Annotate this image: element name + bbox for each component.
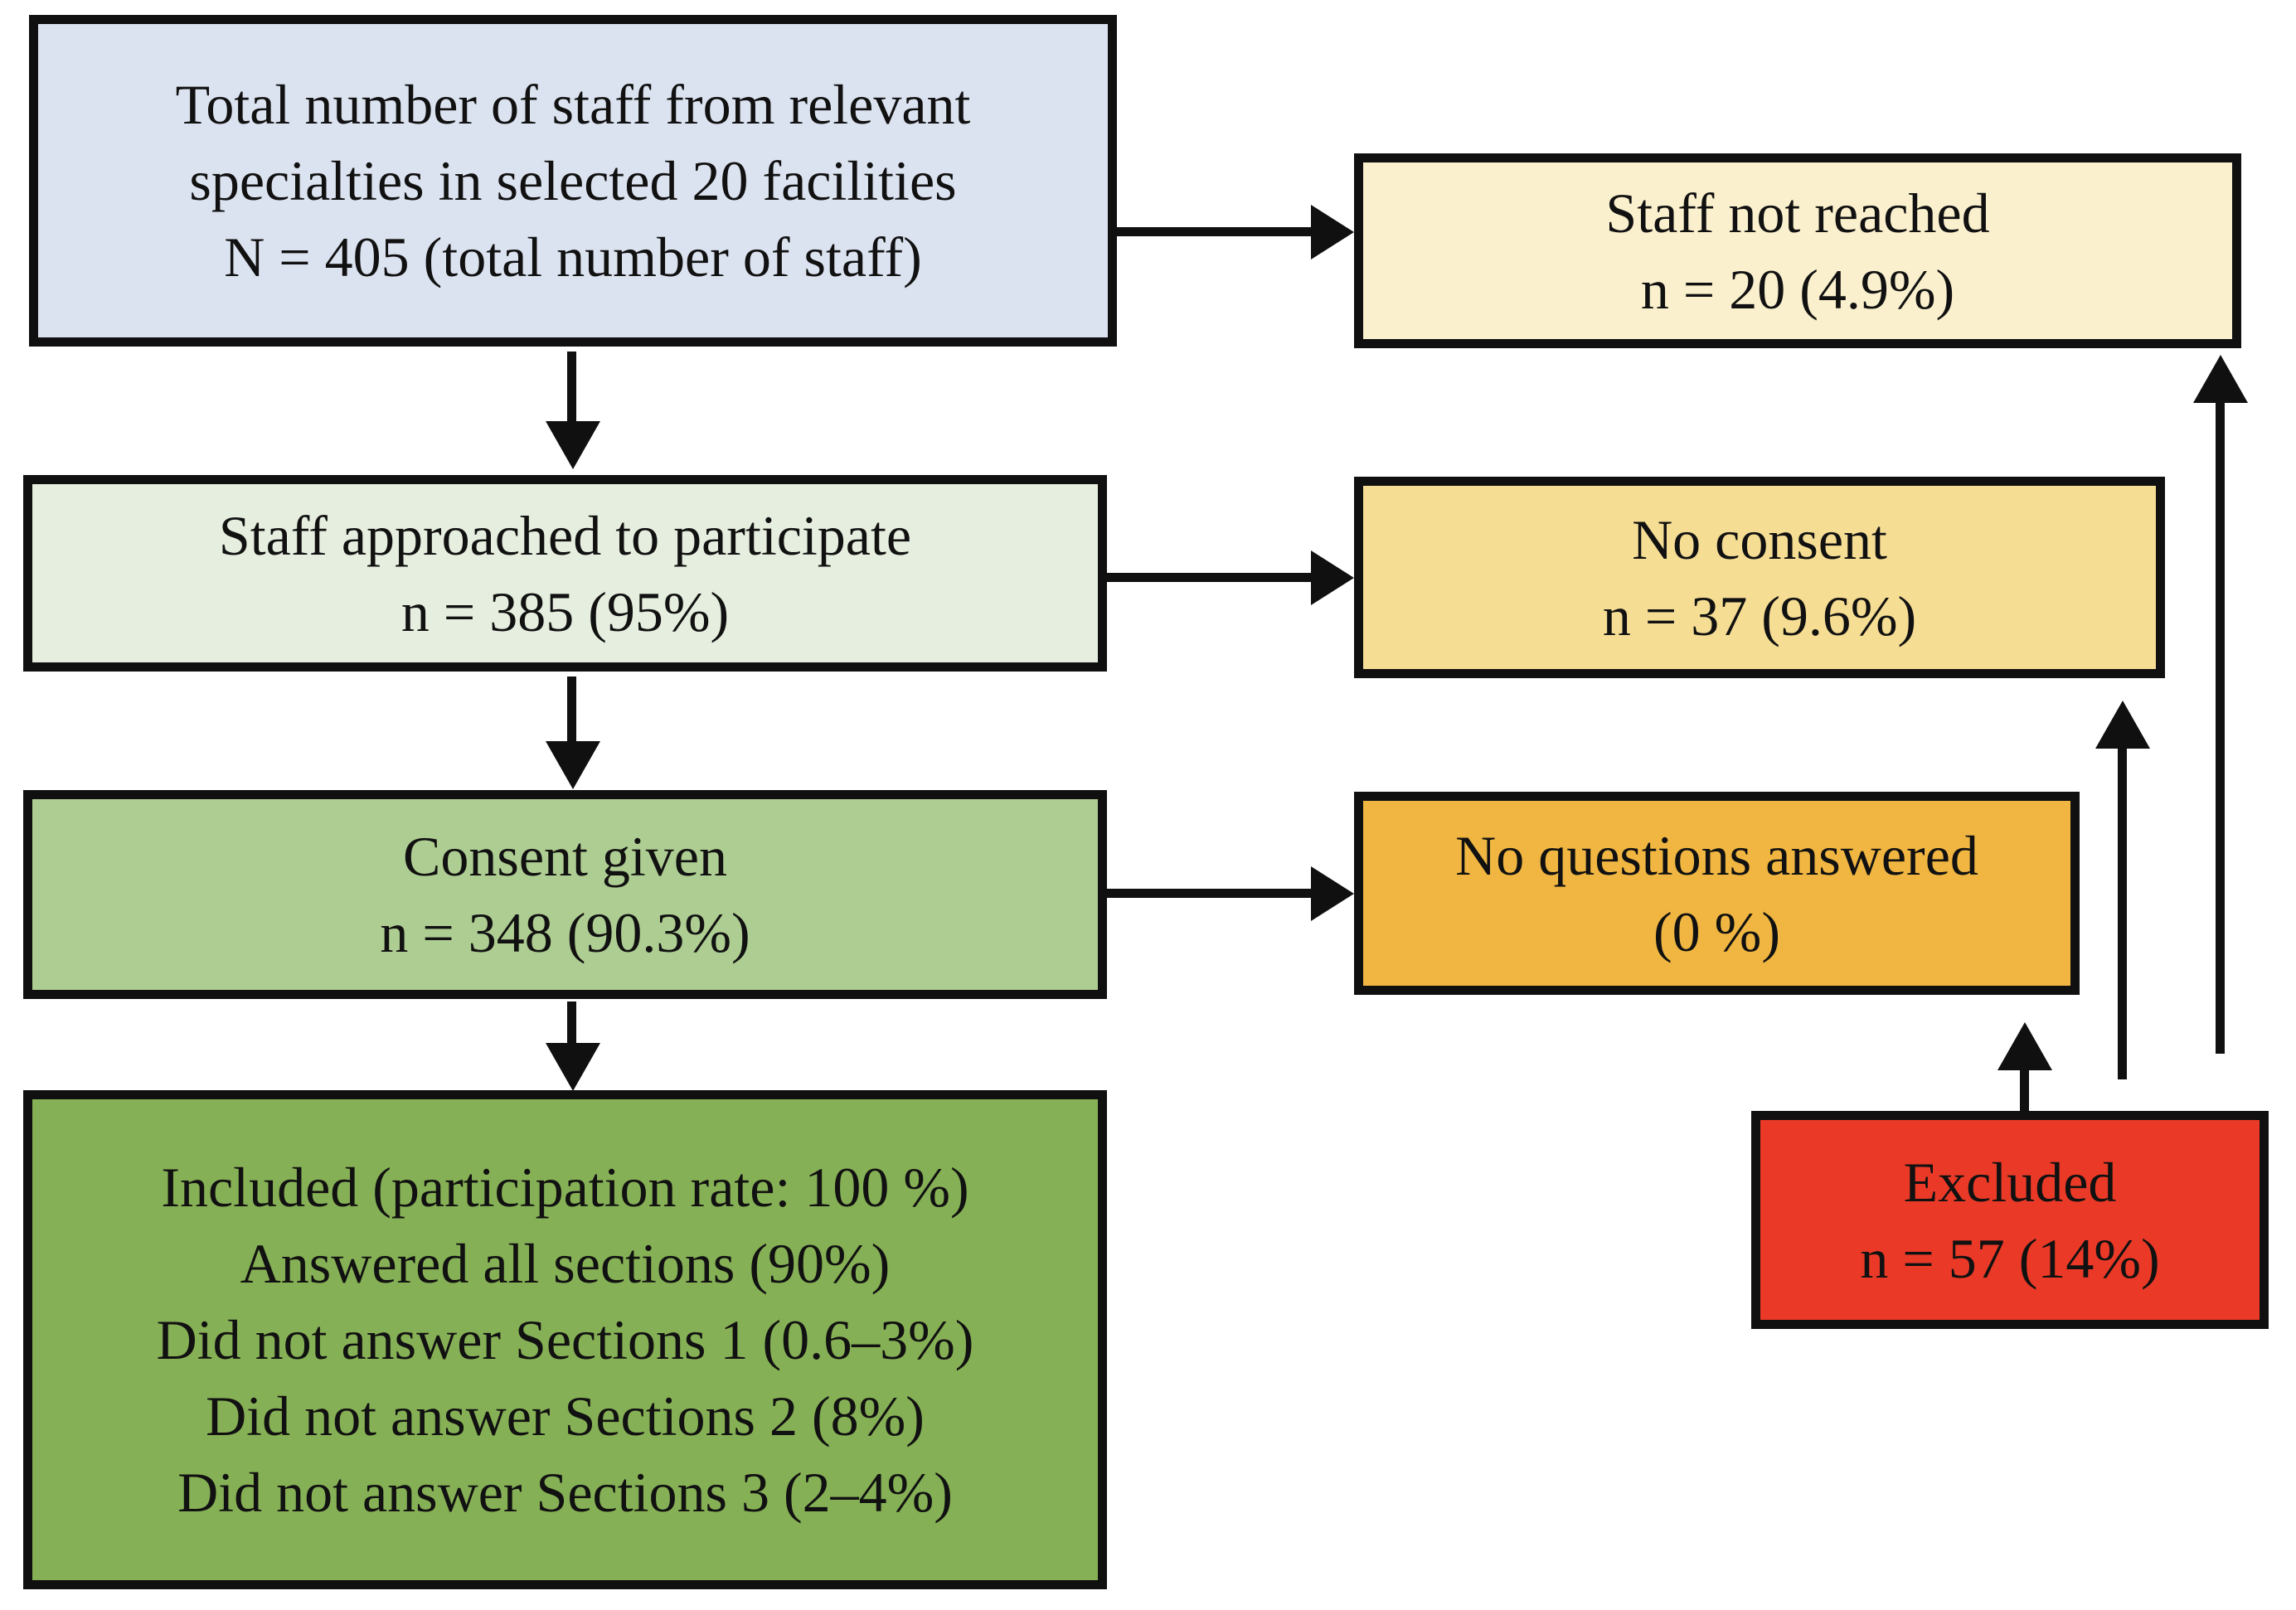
down-arrow-icon [546,421,600,469]
box-no-consent: No consent n = 37 (9.6%) [1354,477,2165,678]
box-text-line: Consent given [403,825,727,888]
right-arrow-icon [1311,550,1354,605]
down-arrow-icon [546,1043,600,1091]
box-text-line: Did not answer Sections 1 (0.6–3%) [156,1308,974,1371]
box-text-line: Did not answer Sections 3 (2–4%) [177,1461,953,1524]
box-text-line: Staff approached to participate [218,503,912,567]
box-text-line: n = 348 (90.3%) [380,901,750,964]
right-arrow-icon [1311,866,1354,921]
box-text-line: Total number of staff from relevant [175,73,971,136]
box-included: Included (participation rate: 100 %) Ans… [23,1090,1107,1589]
down-arrow-line [567,676,576,743]
right-arrow-line [1115,227,1313,236]
box-text-line: Excluded [1903,1150,2117,1214]
box-text-line: Staff not reached [1605,181,1990,245]
right-arrow-line [1105,889,1313,898]
box-consent-given: Consent given n = 348 (90.3%) [23,790,1107,999]
box-text-line: n = 385 (95%) [400,580,730,643]
box-text-line: n = 57 (14%) [1860,1226,2160,1290]
box-staff-approached: Staff approached to participate n = 385 … [23,475,1107,672]
up-arrow-icon [1997,1022,2052,1070]
down-arrow-line [567,352,576,423]
box-text-line: Answered all sections (90%) [240,1232,891,1295]
up-arrow-icon [2095,701,2150,749]
down-arrow-line [567,1001,576,1045]
right-arrow-line [1105,573,1313,582]
box-staff-not-reached: Staff not reached n = 20 (4.9%) [1354,153,2241,348]
up-arrow-line [2020,1068,2029,1111]
box-text-line: specialties in selected 20 facilities [189,149,957,212]
box-text-line: (0 %) [1653,900,1780,963]
box-text-line: n = 20 (4.9%) [1640,257,1955,321]
box-text-line: n = 37 (9.6%) [1602,584,1917,647]
box-no-questions-answered: No questions answered (0 %) [1354,792,2080,995]
up-arrow-line [2216,400,2225,1054]
up-arrow-line [2118,746,2127,1079]
up-arrow-icon [2193,355,2248,403]
box-text-line: No questions answered [1455,823,1978,887]
box-text-line: Included (participation rate: 100 %) [161,1156,969,1219]
box-text-line: N = 405 (total number of staff) [224,225,922,289]
down-arrow-icon [546,741,600,789]
box-text-line: No consent [1632,507,1887,571]
box-text-line: Did not answer Sections 2 (8%) [206,1385,925,1448]
box-total-staff: Total number of staff from relevant spec… [29,15,1117,347]
box-excluded: Excluded n = 57 (14%) [1751,1111,2269,1329]
right-arrow-icon [1311,205,1354,259]
